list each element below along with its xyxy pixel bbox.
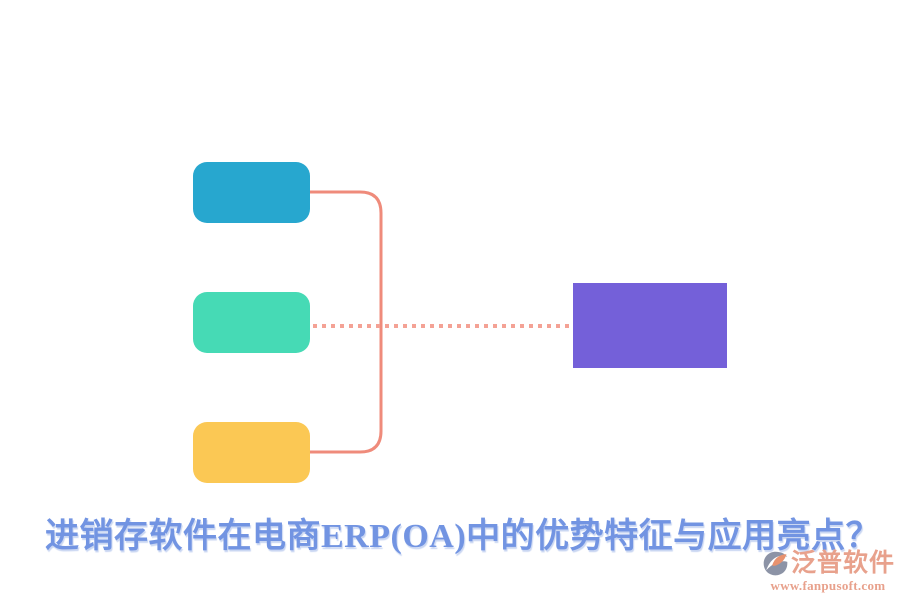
fanpu-logo-icon xyxy=(763,551,788,576)
bracket-connector xyxy=(308,190,383,454)
brand-name: 泛普软件 xyxy=(791,550,896,577)
result-box xyxy=(573,283,727,368)
node-box-middle xyxy=(193,292,310,353)
node-box-bottom xyxy=(193,422,310,483)
page-title: 进销存软件在电商ERP(OA)中的优势特征与应用亮点？ xyxy=(45,518,881,555)
brand-url: www.fanpusoft.com xyxy=(770,578,886,593)
node-box-top xyxy=(193,162,310,223)
brand-watermark: 泛普软件 www.fanpusoft.com xyxy=(762,550,894,594)
